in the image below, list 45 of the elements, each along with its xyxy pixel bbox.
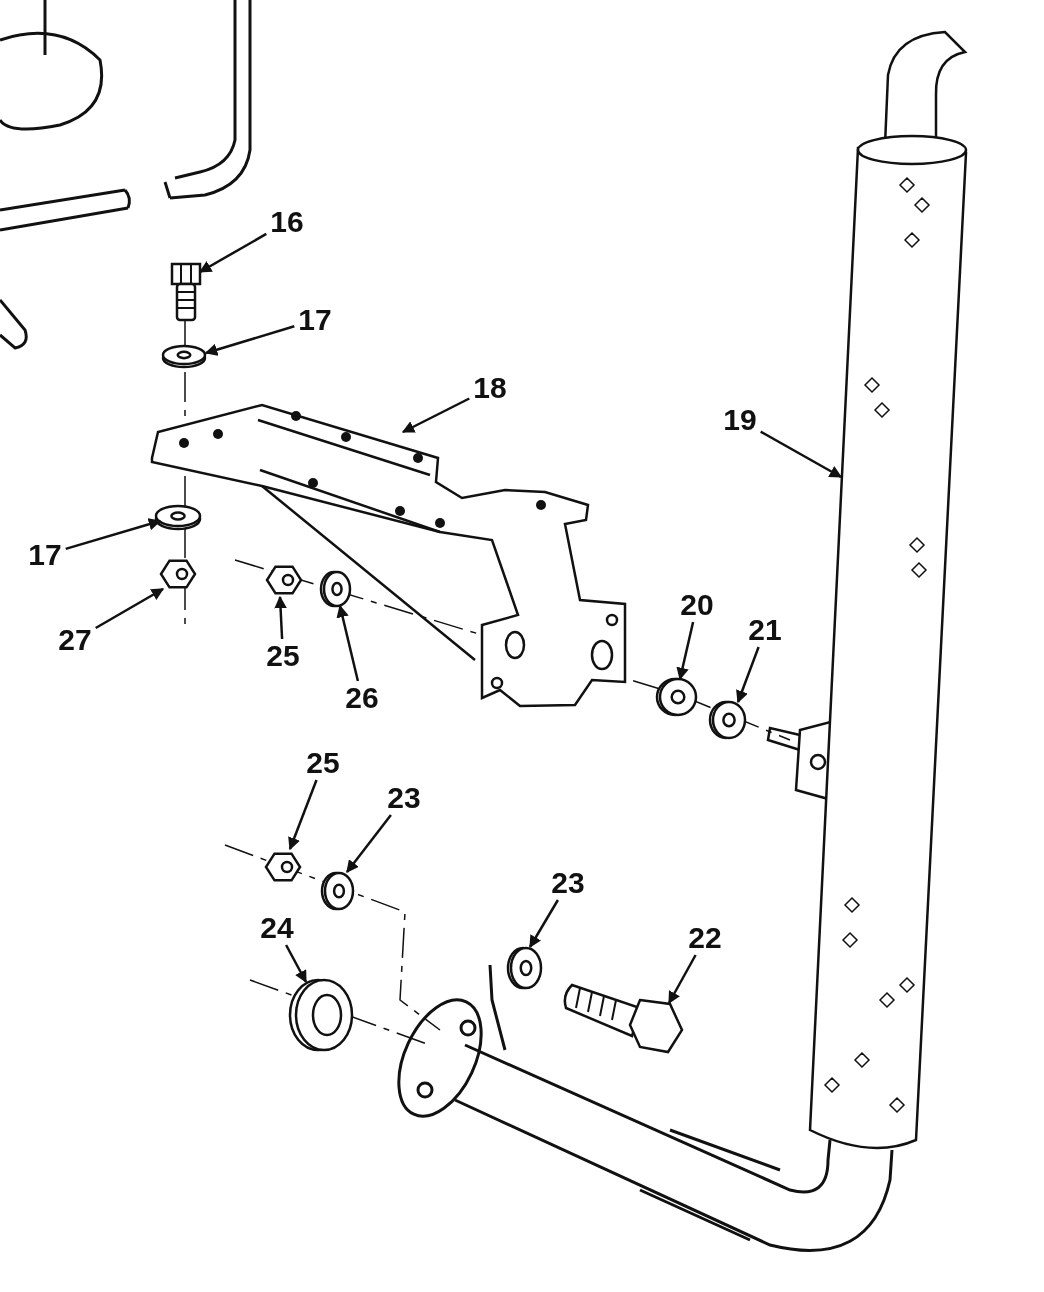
bolt-drawing xyxy=(563,983,684,1054)
leader-line xyxy=(336,604,360,682)
callout-number: 18 xyxy=(472,373,508,403)
leader-line xyxy=(346,814,392,873)
spacer-drawing xyxy=(655,677,698,717)
washer-drawing xyxy=(506,946,543,990)
leader-line xyxy=(65,518,162,551)
washer-drawing xyxy=(708,700,747,740)
leader-line xyxy=(285,944,308,984)
callout-number: 22 xyxy=(687,923,723,953)
callout-number: 16 xyxy=(269,207,305,237)
callout-number: 17 xyxy=(27,540,63,570)
callout-number: 17 xyxy=(297,305,333,335)
callout-number: 24 xyxy=(259,913,295,943)
leader-line xyxy=(676,621,695,681)
washer-drawing xyxy=(161,344,207,369)
callout-number: 19 xyxy=(722,405,758,435)
muffler-drawing xyxy=(808,30,968,1150)
leader-line xyxy=(736,646,760,704)
washer-drawing xyxy=(154,504,202,531)
callout-number: 25 xyxy=(305,748,341,778)
callout-number: 21 xyxy=(747,615,783,645)
hex-nut-drawing xyxy=(265,565,303,595)
leader-line xyxy=(667,954,697,1005)
callout-number: 26 xyxy=(344,683,380,713)
washer-drawing xyxy=(320,871,355,911)
leader-line xyxy=(401,397,470,434)
leader-line xyxy=(95,587,165,630)
leader-line xyxy=(760,430,843,479)
washer-drawing xyxy=(319,570,352,608)
callout-number: 23 xyxy=(386,783,422,813)
callout-number: 27 xyxy=(57,625,93,655)
grommet-drawing xyxy=(288,978,354,1052)
leader-line xyxy=(274,595,287,640)
leader-line xyxy=(198,232,267,274)
callout-number: 25 xyxy=(265,641,301,671)
leader-line xyxy=(204,325,295,356)
mounting-bracket-drawing xyxy=(150,403,627,708)
hex-nut-drawing xyxy=(159,559,197,589)
callout-number: 23 xyxy=(550,868,586,898)
bolt-drawing xyxy=(170,262,202,322)
leader-line xyxy=(288,779,318,851)
callout-number: 20 xyxy=(679,590,715,620)
hex-nut-drawing xyxy=(264,852,302,882)
leader-line xyxy=(528,899,559,949)
